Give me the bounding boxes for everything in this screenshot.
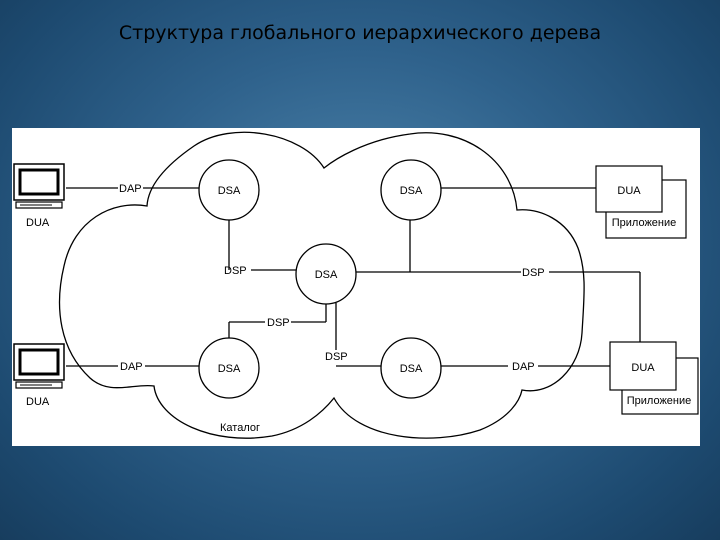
catalog-cloud (58, 131, 585, 439)
dua-label: DUA (26, 217, 50, 229)
dua-label: DUA (631, 362, 655, 374)
slide-title: Структура глобального иерархического дер… (118, 22, 602, 44)
dsp-label: DSP (522, 267, 545, 279)
directory-diagram: DSA DSA DSA DSA DSA (13, 131, 699, 439)
application-label: Приложение (612, 217, 677, 229)
application-label: Приложение (627, 395, 692, 407)
dsp-label: DSP (267, 317, 290, 329)
computer-icon (13, 163, 65, 209)
catalog-label: Каталог (220, 422, 260, 434)
dua-box (595, 165, 663, 213)
dsa-node-bottom-right (380, 337, 442, 399)
diagram-panel: DSA DSA DSA DSA DSA (12, 128, 700, 446)
dap-label: DAP (120, 361, 143, 373)
connection-lines (66, 187, 641, 367)
dsa-label: DSA (218, 363, 241, 375)
dua-label: DUA (26, 396, 50, 408)
dsa-label: DSA (400, 363, 423, 375)
dsp-label: DSP (325, 351, 348, 363)
dap-label: DAP (119, 183, 142, 195)
dsa-node-top-right (380, 159, 442, 221)
dap-label: DAP (512, 361, 535, 373)
dsa-label: DSA (218, 185, 241, 197)
dua-label: DUA (617, 185, 641, 197)
dsp-label: DSP (224, 265, 247, 277)
dua-box (609, 341, 677, 391)
dsa-label: DSA (315, 269, 338, 281)
computer-icon (13, 343, 65, 389)
dsa-label: DSA (400, 185, 423, 197)
